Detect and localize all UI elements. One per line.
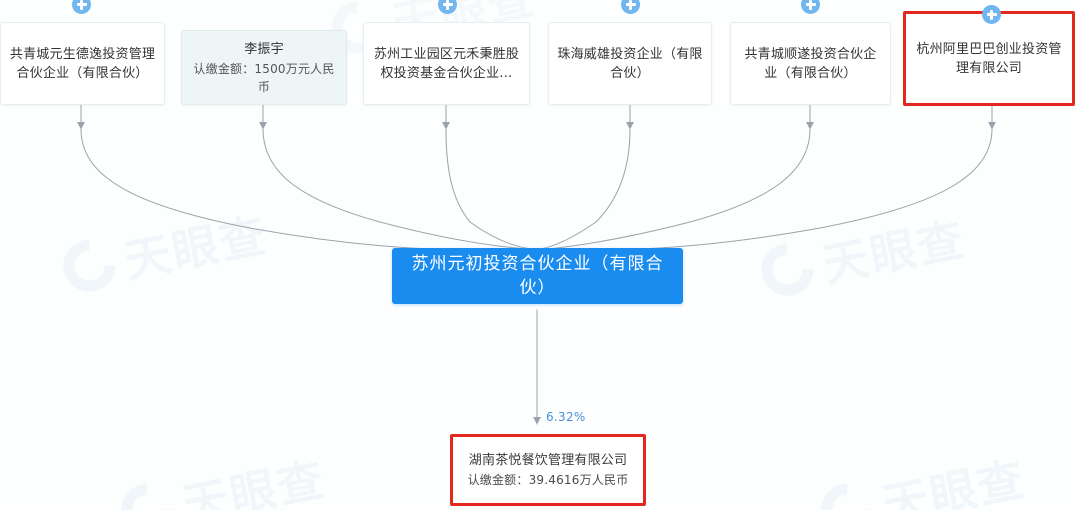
watermark-logo-icon	[810, 472, 885, 510]
subsidiary-company-node[interactable]: 湖南茶悦餐饮管理有限公司 认缴金额：39.4616万人民币	[450, 434, 646, 506]
shareholder-amount: 认缴金额：1500万元人民币	[193, 61, 335, 94]
central-company-node[interactable]: 苏州元初投资合伙企业（有限合伙）	[392, 248, 683, 304]
shareholder-node[interactable]: 共青城元生德逸投资管理合伙企业（有限合伙）	[0, 0, 165, 105]
shareholder-node-highlighted[interactable]: 杭州阿里巴巴创业投资管理有限公司	[903, 5, 1075, 106]
shareholder-name: 杭州阿里巴巴创业投资管理有限公司	[916, 41, 1062, 76]
expand-plus-icon[interactable]	[72, 0, 91, 14]
central-company-name: 苏州元初投资合伙企业（有限合伙）	[411, 254, 664, 298]
shareholder-node[interactable]: 珠海威雄投资企业（有限合伙）	[548, 0, 712, 105]
watermark: 天眼查	[110, 443, 331, 510]
watermark-text: 天眼查	[818, 211, 970, 293]
subsidiary-company-name: 湖南茶悦餐饮管理有限公司	[468, 453, 628, 468]
shareholder-name: 共青城元生德逸投资管理合伙企业（有限合伙）	[9, 46, 156, 81]
watermark-logo-icon	[110, 472, 185, 510]
expand-plus-icon[interactable]	[438, 0, 457, 14]
shareholder-name: 共青城顺遂投资合伙企业（有限合伙）	[744, 46, 877, 81]
shareholder-node[interactable]: 李振宇 认缴金额：1500万元人民币	[181, 30, 347, 105]
expand-plus-icon[interactable]	[621, 0, 640, 14]
watermark: 天眼查	[52, 199, 273, 303]
watermark-logo-icon	[750, 232, 825, 307]
watermark-text: 天眼查	[178, 451, 330, 510]
shareholder-name: 李振宇	[244, 41, 284, 57]
shareholder-name: 苏州工业园区元禾秉胜股权投资基金合伙企业…	[373, 46, 520, 81]
shareholder-node[interactable]: 苏州工业园区元禾秉胜股权投资基金合伙企业…	[363, 0, 530, 105]
subsidiary-amount: 认缴金额：39.4616万人民币	[467, 473, 629, 487]
edge-percent-label: 6.32%	[546, 410, 586, 424]
shareholder-node[interactable]: 共青城顺遂投资合伙企业（有限合伙）	[730, 0, 891, 105]
shareholder-name: 珠海威雄投资企业（有限合伙）	[557, 46, 703, 81]
watermark-text: 天眼查	[878, 451, 1030, 510]
watermark: 天眼查	[750, 203, 971, 307]
watermark: 天眼查	[810, 443, 1031, 510]
watermark-text: 天眼查	[120, 207, 272, 289]
expand-plus-icon[interactable]	[982, 5, 1001, 24]
watermark-logo-icon	[52, 228, 127, 303]
expand-plus-icon[interactable]	[801, 0, 820, 14]
